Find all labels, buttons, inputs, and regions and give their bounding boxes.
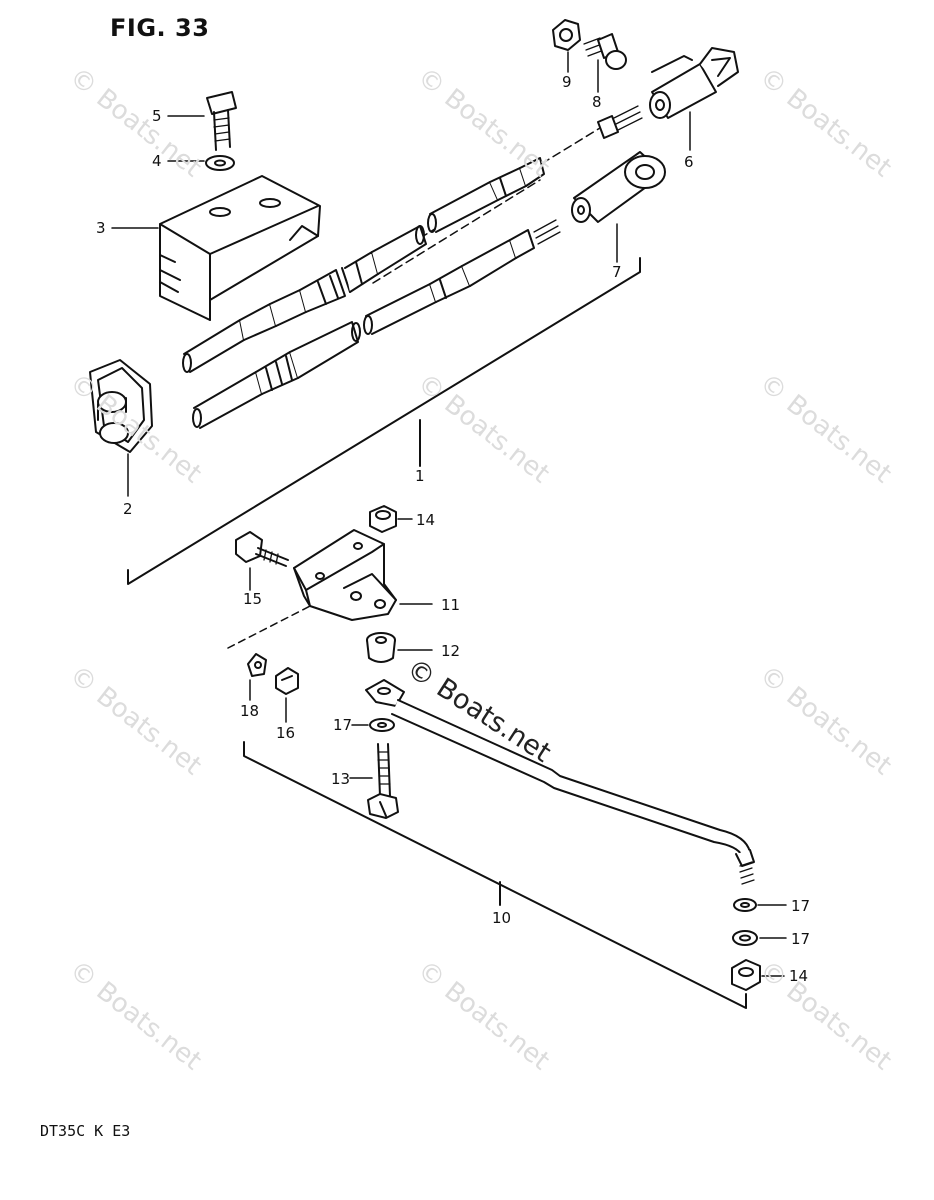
clip-18 [247,653,267,677]
callout-part-4: 4 [152,152,162,170]
callout-part-12: 12 [441,642,461,660]
assembly-bracket-10 [243,741,747,1009]
callout-part-11: 11 [441,596,461,614]
washer-17-low [732,930,758,946]
figure-title: FIG. 33 [110,14,210,42]
washer-4 [205,155,235,171]
callout-part-16: 16 [276,724,296,742]
callout-part-8: 8 [592,93,602,111]
callout-part-17-upper: 17 [333,716,353,734]
nut-14-lower [731,959,761,991]
bolt-5 [206,91,237,151]
rod-end-6 [649,47,739,119]
stud-8 [583,33,627,70]
nut-14-upper [369,505,397,533]
callout-part-13: 13 [331,770,351,788]
callout-part-14-upper: 14 [416,511,436,529]
model-code: DT35C K E3 [40,1122,131,1140]
callout-part-1: 1 [415,467,425,485]
collar-12 [366,632,396,663]
cable-end-upper [597,105,643,139]
callout-part-6: 6 [684,153,694,171]
callout-part-17-mid: 17 [791,897,811,915]
callout-part-15: 15 [243,590,263,608]
cable-lower [192,219,561,429]
callout-part-10: 10 [492,909,512,927]
callout-part-17-low: 17 [791,930,811,948]
cable-upper [182,157,545,373]
grommet-2 [89,359,153,453]
callout-part-5: 5 [152,107,162,125]
rod-end-7 [571,151,666,223]
nut-16 [275,667,299,695]
callout-part-2: 2 [123,500,133,518]
washer-17-upper [369,718,395,732]
callout-part-9: 9 [562,73,572,91]
bracket-3 [159,175,321,321]
callout-part-7: 7 [612,263,622,281]
washer-17-mid [733,898,757,912]
dash-line-lower [227,601,319,649]
bolt-15 [235,531,289,567]
rod-10 [365,679,755,885]
plate-11 [293,529,397,621]
bolt-13 [367,743,399,819]
callout-part-18: 18 [240,702,260,720]
callout-part-14-lower: 14 [789,967,809,985]
callout-part-3: 3 [96,219,106,237]
nut-9 [552,19,581,51]
assembly-bracket-1 [127,257,641,585]
